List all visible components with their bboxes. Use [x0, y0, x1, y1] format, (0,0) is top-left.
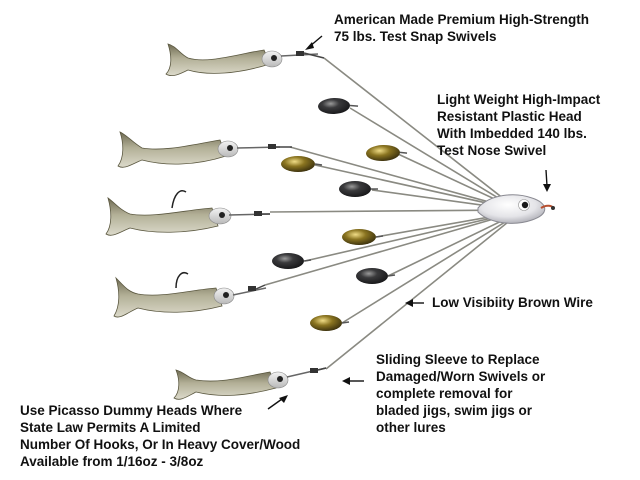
blade-5: [342, 229, 384, 245]
blade-2: [366, 144, 408, 162]
wire-arm-top: [323, 57, 519, 211]
blade-3: [281, 156, 323, 172]
blade-1: [318, 97, 359, 115]
callout-line: Test Nose Swivel: [437, 143, 547, 158]
blade-4: [339, 181, 378, 197]
arrow-swivels: [305, 35, 323, 50]
callout-snap-swivels: American Made Premium High-Strength 75 l…: [334, 11, 589, 45]
callout-line: complete removal for: [376, 386, 513, 401]
callout-plastic-head: Light Weight High-Impact Resistant Plast…: [437, 91, 600, 159]
arrow-sleeve: [342, 377, 364, 385]
callout-line: State Law Permits A Limited: [20, 420, 201, 435]
callout-dummy-heads: Use Picasso Dummy Heads Where State Law …: [20, 402, 300, 470]
wire-blade-arm-1: [349, 107, 519, 211]
wire-blade-arm-8: [341, 213, 519, 324]
callout-sliding-sleeve: Sliding Sleeve to Replace Damaged/Worn S…: [376, 351, 545, 436]
arrow-head: [543, 169, 551, 192]
bait-middle: [105, 190, 271, 236]
callout-arrows: [267, 35, 551, 410]
wire-arm-middle: [269, 209, 519, 213]
plastic-head: [477, 194, 555, 224]
wire-arm-bottom: [325, 213, 519, 370]
bait-lower: [113, 272, 267, 318]
callout-brown-wire: Low Visibiity Brown Wire: [432, 294, 593, 311]
bait-top: [165, 43, 325, 77]
callout-line: other lures: [376, 420, 446, 435]
bait-bottom: [173, 367, 327, 400]
blade-6: [272, 253, 312, 269]
callout-line: Resistant Plastic Head: [437, 109, 582, 124]
callout-line: With Imbedded 140 lbs.: [437, 126, 587, 141]
callout-line: Damaged/Worn Swivels or: [376, 369, 546, 384]
callout-line: Available from 1/16oz - 3/8oz: [20, 454, 204, 469]
callout-line: Number Of Hooks, Or In Heavy Cover/Wood: [20, 437, 301, 452]
blade-7: [356, 268, 396, 284]
callout-line: 75 lbs. Test Snap Swivels: [334, 29, 497, 44]
wire-arm-lower: [264, 211, 519, 286]
arrow-wire: [405, 299, 424, 307]
blades: [272, 97, 408, 331]
wire-blade-arm-6: [304, 211, 519, 262]
bait-upper: [117, 131, 292, 168]
callout-line: Sliding Sleeve to Replace: [376, 352, 540, 367]
wire-arm-upper: [289, 146, 519, 211]
callout-line: American Made Premium High-Strength: [334, 12, 590, 27]
callout-line: bladed jigs, swim jigs or: [376, 403, 533, 418]
arrow-dummy: [267, 395, 288, 410]
callout-line: Use Picasso Dummy Heads Where: [20, 403, 243, 418]
wire-blade-arm-7: [387, 212, 519, 277]
blade-8: [310, 315, 350, 331]
callout-line: Low Visibiity Brown Wire: [432, 295, 593, 310]
callout-line: Light Weight High-Impact: [437, 92, 601, 107]
wire-arms: [264, 57, 519, 370]
